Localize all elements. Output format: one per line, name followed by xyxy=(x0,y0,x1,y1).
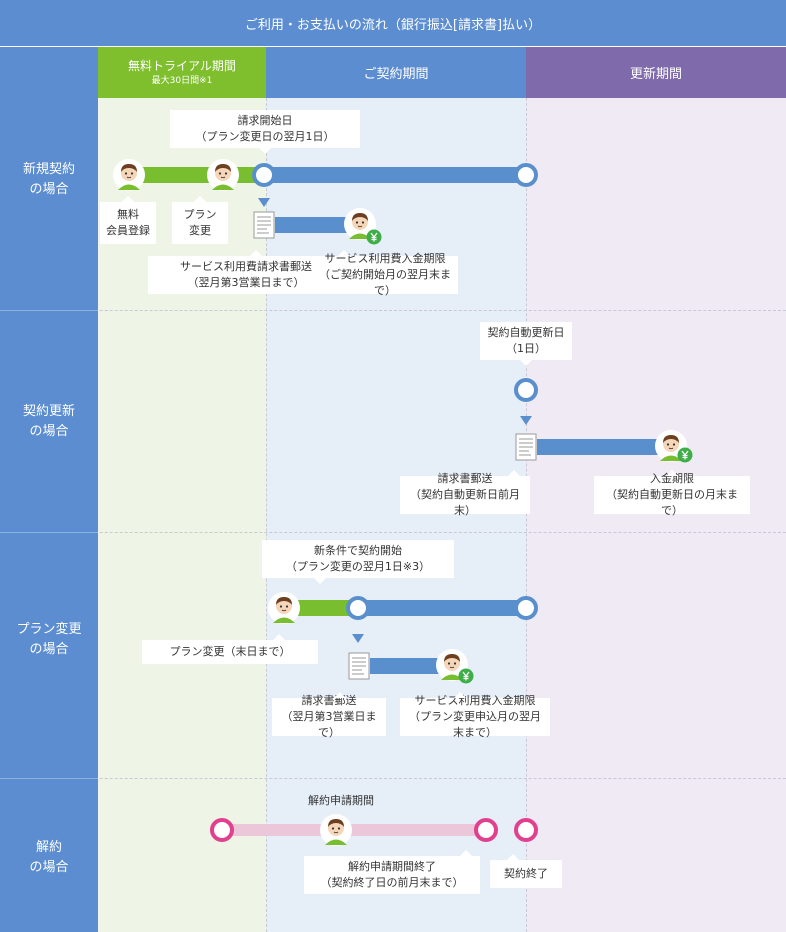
row-label-new-contract: 新規契約 の場合 xyxy=(22,162,75,197)
invoice-mail-callout: サービス利用費請求書郵送 （翌月第3営業日まで） xyxy=(148,250,344,294)
circle-node-icon xyxy=(514,596,538,620)
payment-window-bar xyxy=(537,439,663,455)
circle-node-icon xyxy=(514,818,538,842)
row-label-renewal: 契約更新 の場合 xyxy=(22,404,75,439)
contract-end-callout: 契約終了 xyxy=(490,854,562,888)
row-divider-left xyxy=(0,778,98,779)
invoice-mail-callout: 請求書郵送 （翌月第3営業日まで） xyxy=(272,692,386,739)
circle-node-icon xyxy=(514,378,538,402)
cancellation-period-label: 解約申請期間 xyxy=(308,794,374,807)
row-divider xyxy=(0,310,786,311)
document-icon xyxy=(348,652,370,680)
new-terms-start-callout: 新条件で契約開始 （プラン変更の翌月1日※3） xyxy=(262,540,454,584)
plan-change-callout: プラン変更（末日まで） xyxy=(142,634,318,664)
row-divider-left xyxy=(0,532,98,533)
document-icon xyxy=(515,433,537,461)
row-divider-left xyxy=(0,310,98,311)
triangle-down-icon xyxy=(258,198,270,207)
person-icon xyxy=(268,592,300,624)
diagram-title: ご利用・お支払いの流れ（銀行振込[請求書]払い） xyxy=(0,0,786,47)
circle-node-icon xyxy=(346,596,370,620)
contract-period-header: ご契約期間 xyxy=(266,47,526,98)
yen-coin-icon xyxy=(677,447,693,463)
circle-node-icon xyxy=(210,818,234,842)
row-label-cancellation: 解約 の場合 xyxy=(29,840,69,875)
payment-window-bar xyxy=(275,217,351,233)
renewal-period-area xyxy=(526,98,786,932)
auto-renew-date-callout: 契約自動更新日 （1日） xyxy=(480,322,572,366)
row-label-plan-change: プラン変更 の場合 xyxy=(16,622,82,657)
contract-period-area xyxy=(266,98,526,932)
triangle-down-icon xyxy=(520,416,532,425)
person-icon xyxy=(113,159,145,191)
free-signup-label: 無料 会員登録 xyxy=(100,196,156,244)
trial-bar xyxy=(296,600,358,616)
person-icon xyxy=(320,814,352,846)
plan-change-label: プラン 変更 xyxy=(172,196,228,244)
trial-bar xyxy=(128,167,264,183)
period-divider xyxy=(266,98,267,932)
renewal-period-header: 更新期間 xyxy=(526,47,786,98)
document-icon xyxy=(253,211,275,239)
circle-node-icon xyxy=(514,163,538,187)
period-divider xyxy=(526,98,527,932)
yen-coin-icon xyxy=(366,229,382,245)
row-label-column xyxy=(0,47,98,932)
trial-period-header: 無料トライアル期間 最大30日間※1 xyxy=(98,47,266,98)
trial-period-note: 最大30日間※1 xyxy=(151,75,213,86)
cancellation-period-bar xyxy=(222,824,486,836)
payment-due-callout: 入金期限 （契約自動更新日の月末まで） xyxy=(594,470,750,517)
row-divider xyxy=(0,532,786,533)
trial-period-title: 無料トライアル期間 xyxy=(128,58,236,73)
payment-window-bar xyxy=(370,658,446,674)
yen-coin-icon xyxy=(458,668,474,684)
payment-due-callout: サービス利用費入金期限 （プラン変更申込月の翌月末まで） xyxy=(400,692,550,739)
row-divider xyxy=(0,778,786,779)
triangle-down-icon xyxy=(352,634,364,643)
application-end-callout: 解約申請期間終了 （契約終了日の前月末まで） xyxy=(304,850,480,894)
contract-bar xyxy=(358,600,526,616)
circle-node-icon xyxy=(252,163,276,187)
payment-due-callout: サービス利用費入金期限 （ご契約開始月の翌月末まで） xyxy=(312,250,458,297)
circle-node-icon xyxy=(474,818,498,842)
person-icon xyxy=(207,159,239,191)
invoice-mail-callout: 請求書郵送 （契約自動更新日前月末） xyxy=(400,470,530,517)
billing-start-callout: 請求開始日 （プラン変更日の翌月1日） xyxy=(170,110,360,154)
contract-bar xyxy=(264,167,526,183)
